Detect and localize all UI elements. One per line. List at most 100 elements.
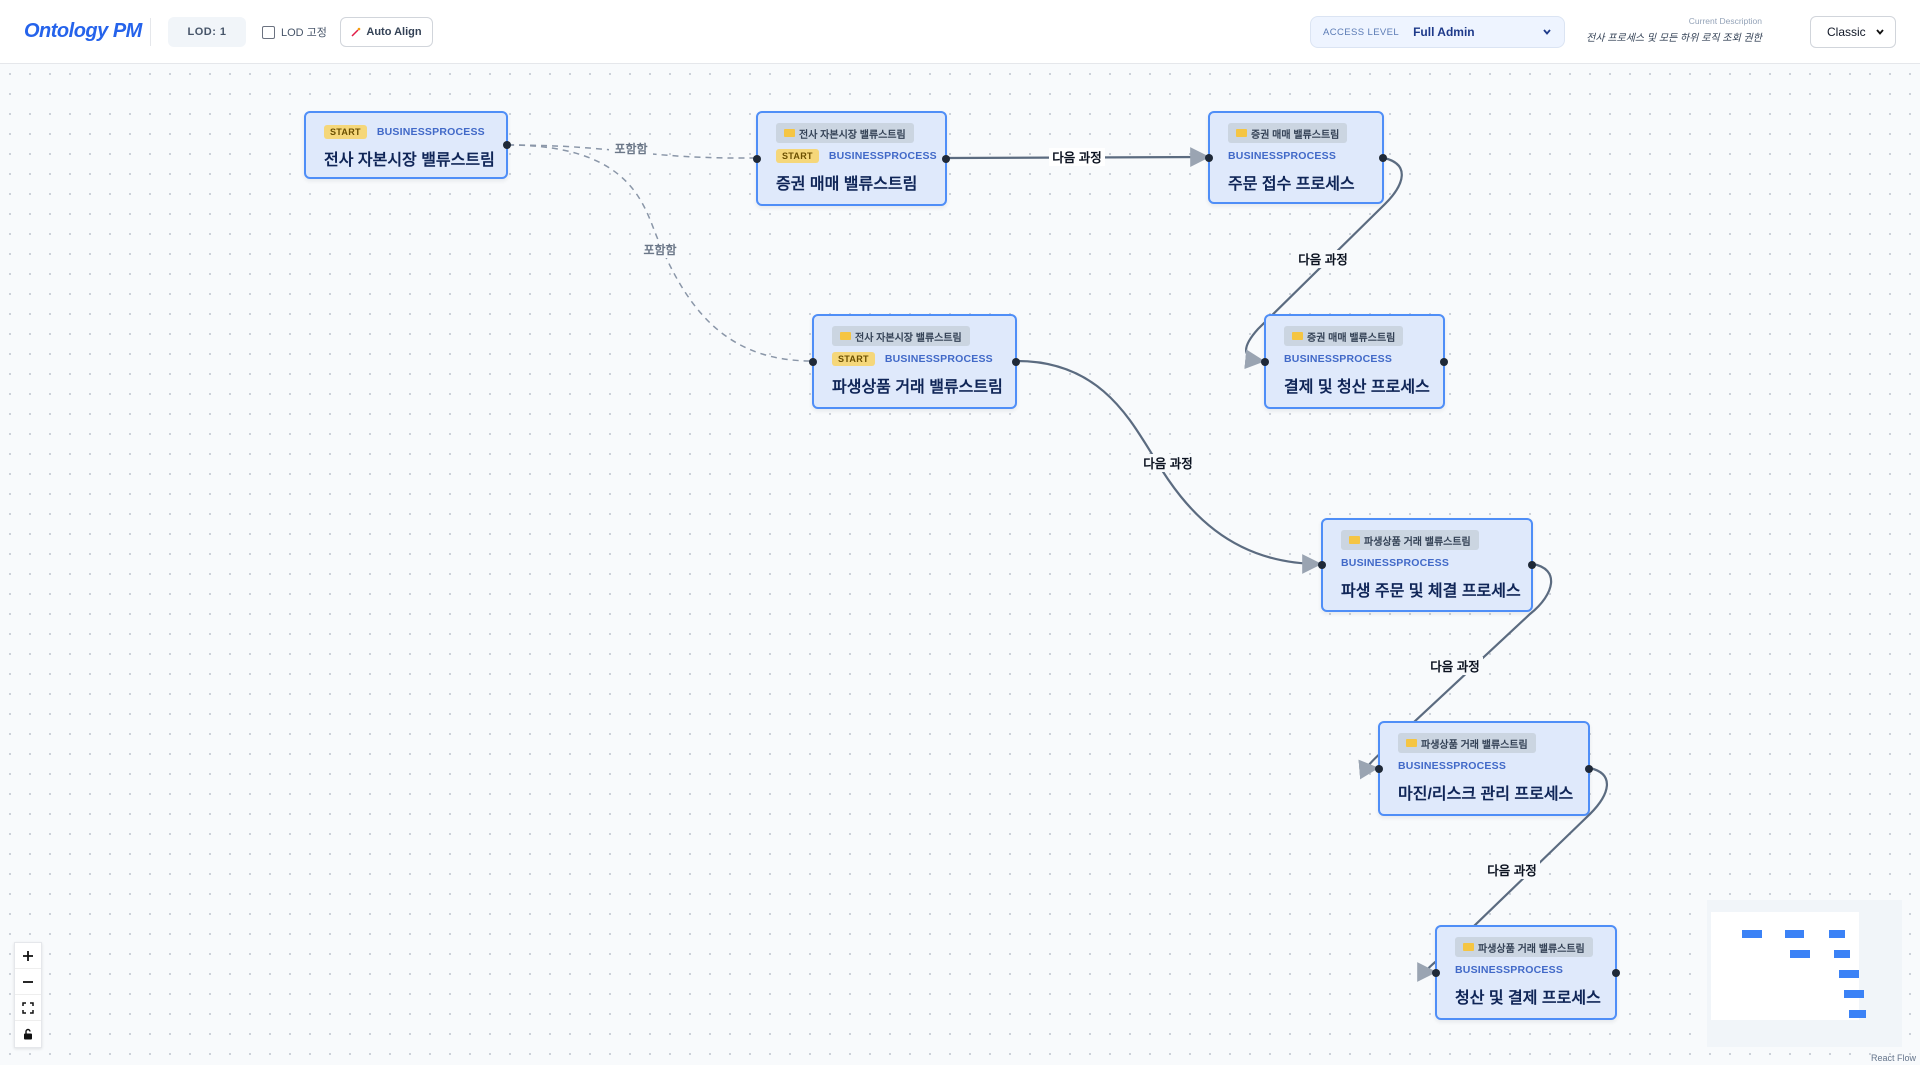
minimap-node [1785,930,1804,938]
node-type: BUSINESSPROCESS [1284,353,1393,365]
lod-fix-checkbox[interactable] [262,25,275,39]
process-node[interactable]: START BUSINESSPROCESS 전사 자본시장 밸류스트림 [304,111,511,179]
minimap-node [1829,930,1845,938]
minimap-viewport[interactable] [1711,912,1859,1020]
node-type: BUSINESSPROCESS [1455,964,1564,976]
flow-canvas[interactable] [0,64,1920,1065]
node-title: 결제 및 청산 프로세스 [1284,379,1430,396]
description-text: 전사 프로세스 및 모든 하위 로직 조회 권한 [1586,33,1762,44]
start-badge: START [324,125,367,139]
source-handle[interactable] [1528,561,1536,569]
lod-fix-label: LOD 고정 [281,27,327,39]
lock-button[interactable] [15,1021,41,1047]
zoom-out-button[interactable] [15,969,41,995]
minimap-node [1839,970,1859,978]
source-handle[interactable] [1440,357,1448,366]
parent-label: 파생상품 거래 밸류스트림 [1421,739,1528,751]
folder-icon [1406,739,1417,747]
node-title: 마진/리스크 관리 프로세스 [1398,786,1574,803]
edge-label-bg [1049,148,1105,166]
target-handle[interactable] [809,357,817,366]
edge-label-bg [638,242,682,258]
edge-n7-n8[interactable] [1417,766,1608,982]
fit-view-button[interactable] [15,995,41,1021]
minimap-node [1849,1010,1866,1018]
edge-label: 다음 과정 [1143,456,1192,471]
target-handle[interactable] [1432,968,1440,977]
app-title: Ontology PM [24,20,142,42]
node-title: 파생상품 거래 밸류스트림 [832,379,1003,396]
parent-label: 전사 자본시장 밸류스트림 [855,332,962,344]
source-handle[interactable] [942,154,950,163]
source-handle[interactable] [1585,764,1593,773]
node-title: 주문 접수 프로세스 [1228,176,1355,193]
edge-label-bg [1140,454,1196,472]
edge-label-bg [1484,861,1540,879]
access-level-label: ACCESS LEVEL [1323,26,1400,38]
minimap[interactable] [1707,900,1902,1047]
target-handle[interactable] [1375,764,1383,773]
node-title: 파생 주문 및 체결 프로세스 [1341,583,1521,600]
minimap-node [1742,930,1762,938]
edge-label-bg [1295,250,1351,268]
react-flow-attribution[interactable]: React Flow [1870,1053,1916,1063]
source-handle[interactable] [503,141,511,149]
folder-icon [840,332,851,340]
process-node[interactable]: 증권 매매 밸류스트림 BUSINESSPROCESS 결제 및 청산 프로세스 [1261,314,1448,409]
node-meta: START BUSINESSPROCESS [832,350,1001,368]
parent-label: 증권 매매 밸류스트림 [1251,129,1340,141]
target-handle[interactable] [1318,561,1326,569]
node-meta: BUSINESSPROCESS [1398,757,1574,775]
edge-label: 다음 과정 [1430,659,1479,674]
theme-value: Classic [1827,25,1866,39]
edge-label: 다음 과정 [1487,863,1536,878]
edge-n6-n7[interactable] [1358,562,1553,780]
parent-label: 파생상품 거래 밸류스트림 [1364,536,1471,548]
process-node[interactable]: 전사 자본시장 밸류스트림 START BUSINESSPROCESS 파생상품… [809,314,1020,409]
target-handle[interactable] [753,154,761,163]
node-type: BUSINESSPROCESS [828,150,937,162]
process-node[interactable]: 파생상품 거래 밸류스트림 BUSINESSPROCESS 청산 및 결제 프로… [1432,925,1620,1020]
edge-label: 포함함 [614,141,647,156]
process-node[interactable]: 전사 자본시장 밸류스트림 START BUSINESSPROCESS 증권 매… [753,111,950,206]
source-handle[interactable] [1379,153,1387,162]
flow-edges: 포함함 포함함 다음 과정 다음 과정 다음 과정 다음 과정 다음 과정 [507,141,1608,982]
lock-icon [24,1028,32,1040]
minus-icon [23,980,33,983]
process-node[interactable]: 파생상품 거래 밸류스트림 BUSINESSPROCESS 마진/리스크 관리 … [1375,721,1593,816]
access-level-select[interactable]: ACCESS LEVEL Full Admin [1310,16,1565,48]
node-title: 증권 매매 밸류스트림 [776,176,918,193]
auto-align-button[interactable]: Auto Align [340,17,433,47]
parent-label: 전사 자본시장 밸류스트림 [799,129,906,141]
target-handle[interactable] [1261,357,1269,366]
top-toolbar: Ontology PM LOD: 1 LOD 고정 Auto Align ACC… [0,0,1920,64]
fit-view-icon [22,1001,34,1014]
node-meta: BUSINESSPROCESS [1341,554,1517,572]
source-handle[interactable] [1012,357,1020,366]
parent-tag: 파생상품 거래 밸류스트림 [1398,733,1536,753]
lod-badge: LOD: 1 [168,17,246,47]
description-label: Current Description [1688,16,1762,26]
node-type: BUSINESSPROCESS [1341,557,1450,569]
source-handle[interactable] [1612,968,1620,977]
edge-label: 다음 과정 [1298,252,1347,267]
node-type: BUSINESSPROCESS [1228,150,1337,162]
edge-n3-n4[interactable] [1244,156,1403,370]
process-node[interactable]: 증권 매매 밸류스트림 BUSINESSPROCESS 주문 접수 프로세스 [1205,111,1387,204]
lod-fix-toggle[interactable]: LOD 고정 [262,24,327,40]
zoom-in-button[interactable] [15,943,41,969]
node-type: BUSINESSPROCESS [1398,760,1507,772]
chevron-down-icon [1543,29,1551,35]
start-badge: START [832,352,875,366]
theme-select[interactable]: Classic [1810,16,1896,48]
chevron-down-icon [1876,29,1884,35]
folder-icon [1236,129,1247,137]
process-node[interactable]: 파생상품 거래 밸류스트림 BUSINESSPROCESS 파생 주문 및 체결… [1318,518,1536,612]
minimap-node [1790,950,1810,958]
magic-wand-icon [351,27,361,37]
target-handle[interactable] [1205,153,1213,162]
access-level-value: Full Admin [1413,25,1475,39]
flow-controls [14,942,42,1048]
minimap-node [1844,990,1864,998]
folder-icon [1349,536,1360,544]
